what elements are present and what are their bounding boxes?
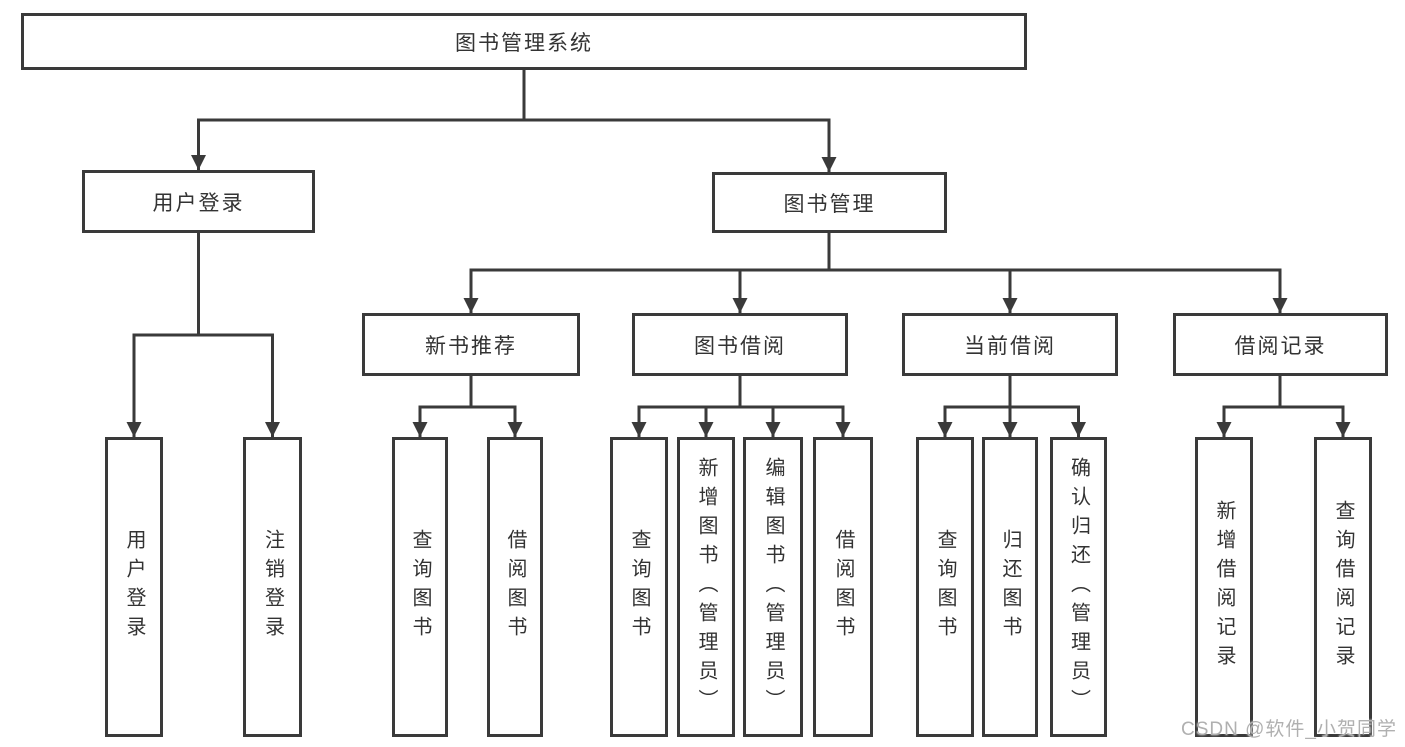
- leaf-query-borrow-record-label: 查询借阅记录: [1332, 500, 1354, 674]
- node-book-borrowing: 图书借阅: [632, 313, 848, 376]
- node-book-borrowing-label: 图书借阅: [694, 334, 786, 358]
- node-borrowing-records-label: 借阅记录: [1234, 334, 1327, 358]
- leaf-query-books-1: 查询图书: [392, 437, 448, 737]
- leaf-edit-book-admin-label: 编辑图书（管理员）: [762, 456, 784, 718]
- leaf-query-borrow-record: 查询借阅记录: [1314, 437, 1372, 737]
- leaf-add-book-admin: 新增图书（管理员）: [677, 437, 735, 737]
- leaf-logout-label: 注销登录: [261, 529, 284, 645]
- node-current-borrowing: 当前借阅: [902, 313, 1118, 376]
- leaf-add-book-admin-label: 新增图书（管理员）: [695, 456, 717, 718]
- leaf-confirm-return-admin-label: 确认归还（管理员）: [1067, 456, 1090, 718]
- node-user-login: 用户登录: [82, 170, 315, 233]
- node-book-management-label: 图书管理: [783, 192, 876, 216]
- leaf-query-books-3-label: 查询图书: [934, 529, 956, 645]
- node-borrowing-records: 借阅记录: [1173, 313, 1388, 376]
- leaf-add-borrow-record-label: 新增借阅记录: [1213, 500, 1235, 674]
- leaf-edit-book-admin: 编辑图书（管理员）: [743, 437, 803, 737]
- leaf-confirm-return-admin: 确认归还（管理员）: [1050, 437, 1107, 737]
- leaf-add-borrow-record: 新增借阅记录: [1195, 437, 1253, 737]
- leaf-query-books-3: 查询图书: [916, 437, 974, 737]
- leaf-user-login: 用户登录: [105, 437, 163, 737]
- leaf-query-books-1-label: 查询图书: [409, 529, 431, 645]
- node-library-system: 图书管理系统: [21, 13, 1027, 70]
- node-current-borrowing-label: 当前借阅: [964, 334, 1056, 358]
- leaf-return-books-label: 归还图书: [999, 529, 1021, 645]
- node-new-book-recommend-label: 新书推荐: [425, 334, 517, 358]
- leaf-query-books-2-label: 查询图书: [628, 529, 650, 645]
- leaf-borrow-books-2-label: 借阅图书: [832, 529, 854, 645]
- leaf-borrow-books-1-label: 借阅图书: [504, 529, 526, 645]
- node-library-system-label: 图书管理系统: [455, 31, 593, 55]
- leaf-query-books-2: 查询图书: [610, 437, 668, 737]
- node-new-book-recommend: 新书推荐: [362, 313, 580, 376]
- leaf-borrow-books-2: 借阅图书: [813, 437, 873, 737]
- csdn-watermark: CSDN @软件_小贺同学: [1181, 719, 1397, 740]
- node-book-management: 图书管理: [712, 172, 947, 233]
- node-user-login-label: 用户登录: [152, 191, 245, 215]
- leaf-return-books: 归还图书: [982, 437, 1038, 737]
- leaf-user-login-label: 用户登录: [123, 529, 145, 645]
- leaf-borrow-books-1: 借阅图书: [487, 437, 543, 737]
- leaf-logout: 注销登录: [243, 437, 302, 737]
